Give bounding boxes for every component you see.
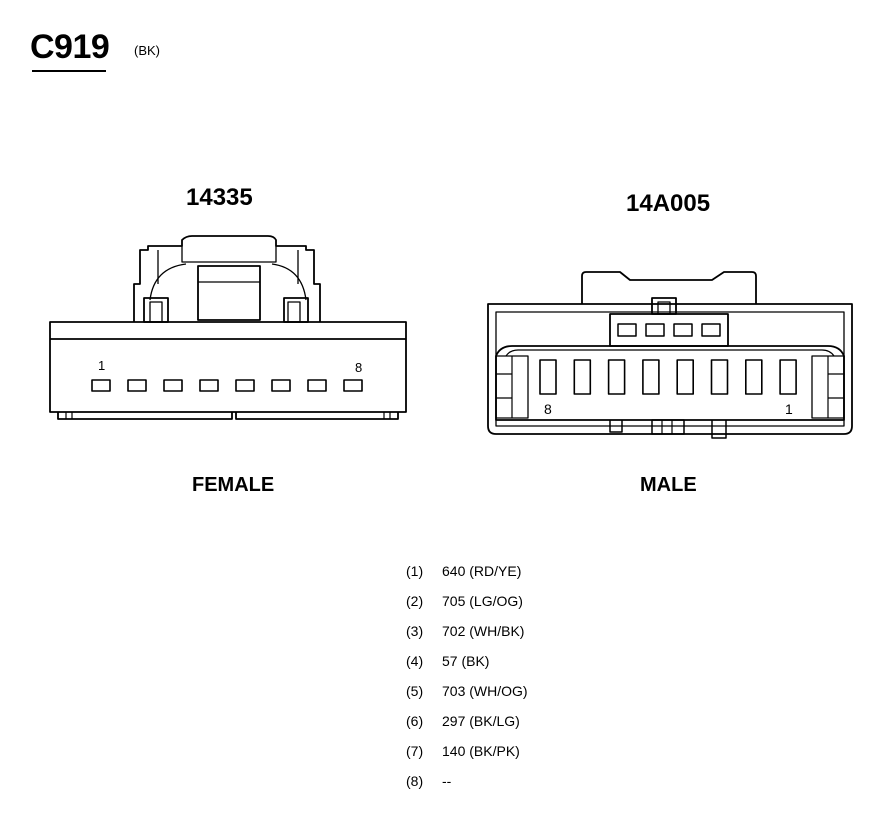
male-pin [539, 359, 557, 395]
pin-number: (7) [406, 743, 424, 759]
pinout-row: (2) 705 (LG/OG) [406, 592, 528, 622]
male-pin [607, 359, 626, 395]
male-pin [573, 359, 592, 395]
female-connector-drawing: 1 8 [49, 235, 407, 420]
pin-circuit: 640 (RD/YE) [442, 563, 522, 579]
male-first-pin-label: 1 [785, 401, 793, 417]
pin-circuit: 705 (LG/OG) [442, 593, 523, 609]
pinout-row: (8) -- [406, 772, 528, 802]
female-latch-housing [133, 235, 321, 322]
female-part-number: 14335 [186, 184, 253, 211]
male-last-pin-label: 8 [544, 401, 552, 417]
male-pin-row [539, 359, 797, 395]
connector-id: C919 [30, 28, 110, 66]
female-latch-window [197, 265, 261, 321]
pin-circuit: -- [442, 773, 452, 789]
female-cavity-row [91, 379, 363, 392]
male-top-shroud [581, 271, 757, 304]
pin-number: (1) [406, 563, 424, 579]
male-connector-drawing: 8 1 [487, 271, 853, 439]
pin-circuit: 703 (WH/OG) [442, 683, 528, 699]
pinout-row: (6) 297 (BK/LG) [406, 712, 528, 742]
pin-number: (5) [406, 683, 424, 699]
pin-circuit: 57 (BK) [442, 653, 490, 669]
pinout-row: (1) 640 (RD/YE) [406, 562, 528, 592]
female-last-pin-label: 8 [355, 360, 362, 375]
female-cavity [235, 379, 255, 392]
male-pin [710, 359, 729, 395]
male-pin [744, 359, 763, 395]
female-first-pin-label: 1 [98, 358, 105, 373]
pin-number: (4) [406, 653, 424, 669]
pin-number: (6) [406, 713, 424, 729]
pinout-list: (1) 640 (RD/YE) (2) 705 (LG/OG) (3) 702 (WH/B… [406, 562, 528, 802]
pinout-row: (7) 140 (BK/PK) [406, 742, 528, 772]
male-pin [676, 359, 695, 395]
pinout-row: (4) 57 (BK) [406, 652, 528, 682]
connector-id-underline [32, 70, 106, 72]
male-gender-label: MALE [640, 474, 697, 496]
male-part-number: 14A005 [626, 190, 711, 217]
pin-number: (2) [406, 593, 424, 609]
female-cavity [127, 379, 147, 392]
female-gender-label: FEMALE [192, 474, 275, 496]
male-pin [779, 359, 797, 395]
female-cavity [307, 379, 327, 392]
male-pin [642, 359, 660, 395]
pinout-row: (5) 703 (WH/OG) [406, 682, 528, 712]
male-housing [487, 303, 853, 435]
pin-circuit: 297 (BK/LG) [442, 713, 520, 729]
female-cavity [163, 379, 183, 392]
male-lock-block [609, 313, 729, 347]
pin-circuit: 702 (WH/BK) [442, 623, 525, 639]
female-cavity [343, 379, 363, 392]
connector-color-code: (BK) [134, 43, 160, 58]
female-bottom-lip [57, 412, 399, 420]
female-cavity [271, 379, 291, 392]
pin-circuit: 140 (BK/PK) [442, 743, 520, 759]
pin-number: (8) [406, 773, 424, 789]
female-cavity [91, 379, 111, 392]
female-cavity [199, 379, 219, 392]
pin-number: (3) [406, 623, 424, 639]
pinout-row: (3) 702 (WH/BK) [406, 622, 528, 652]
